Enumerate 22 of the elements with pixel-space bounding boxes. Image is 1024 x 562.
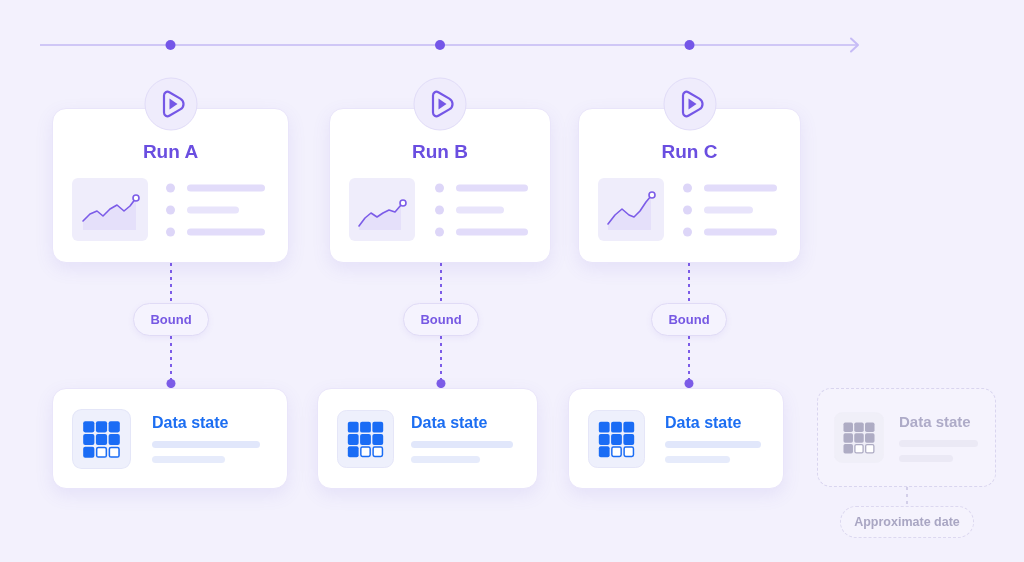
- data-card: [317, 388, 538, 489]
- card-title: Run A: [142, 140, 199, 164]
- dashed-pill-label: Approximate date: [840, 506, 974, 538]
- placeholder-card: [817, 388, 996, 487]
- card-title: Data state: [411, 412, 489, 433]
- dotted-connector: [684, 335, 694, 389]
- dotted-connector: [166, 335, 176, 389]
- data-card: [52, 388, 288, 489]
- card-title: Data state: [152, 412, 230, 433]
- pill-label: Bound: [403, 303, 479, 336]
- dotted-connector: [170, 262, 172, 304]
- pill-label: Bound: [651, 303, 727, 336]
- card-title: Data state: [665, 412, 743, 433]
- dotted-connector: [688, 262, 690, 304]
- card-title: Run C: [661, 140, 718, 164]
- pill-label: Bound: [133, 303, 209, 336]
- card-title: Data state: [899, 411, 972, 432]
- dotted-connector: [906, 486, 908, 507]
- dotted-connector: [440, 262, 442, 304]
- card-title: Run B: [412, 140, 468, 164]
- dotted-connector: [436, 335, 446, 389]
- data-card: [568, 388, 784, 489]
